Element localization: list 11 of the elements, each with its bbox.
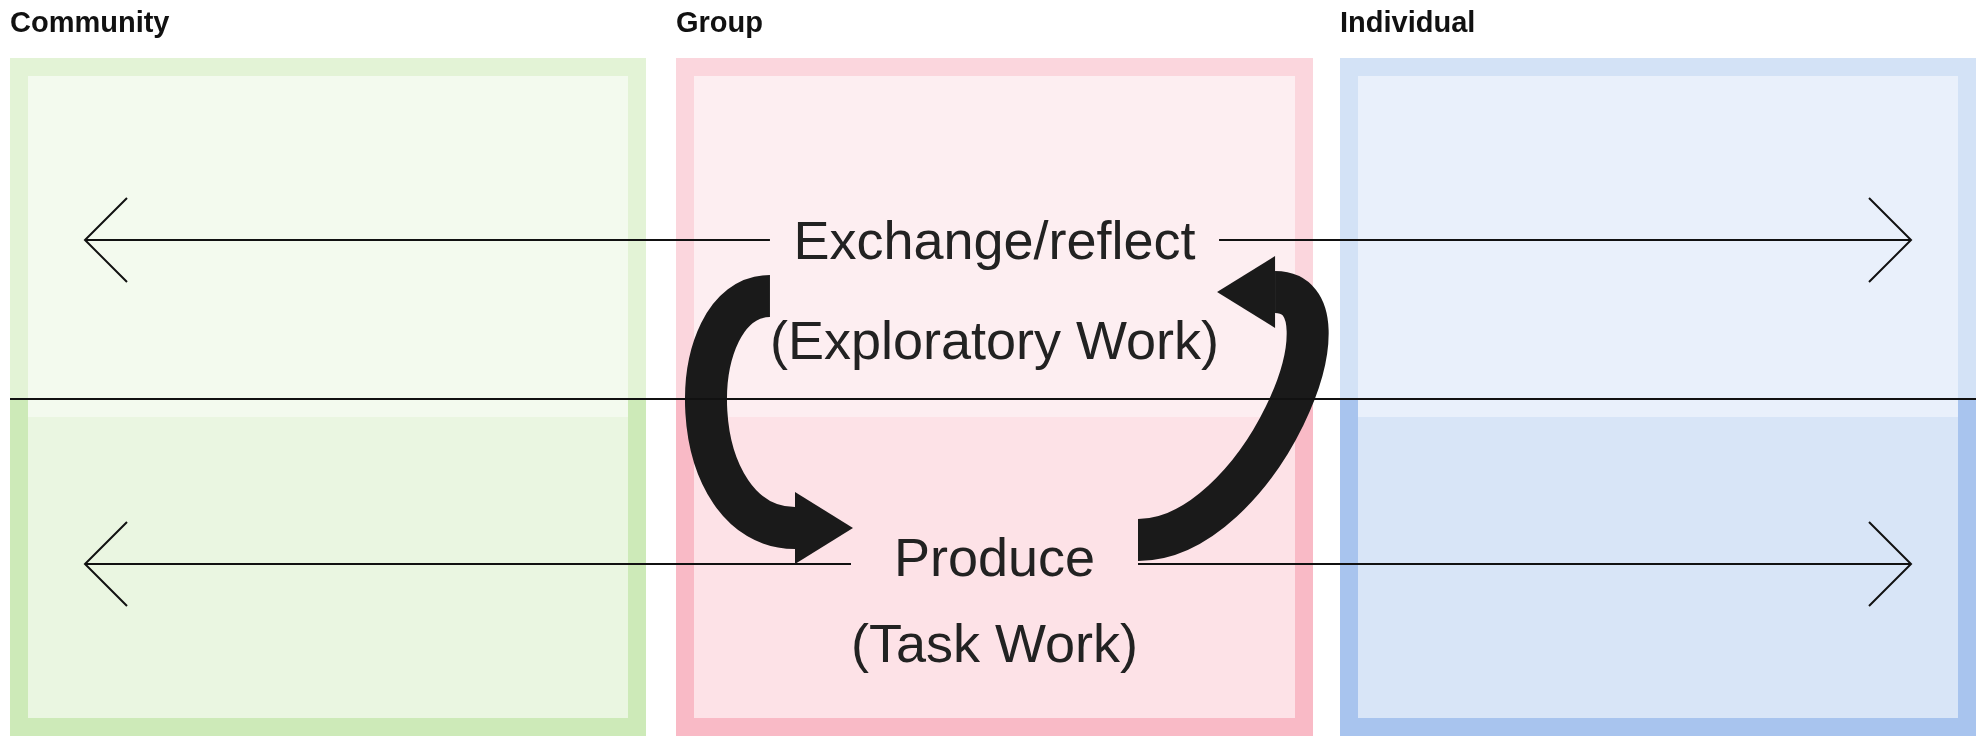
stage-label: (Exploratory Work) xyxy=(769,309,1220,372)
column-heading: Group xyxy=(676,6,763,39)
column-heading: Individual xyxy=(1340,6,1476,39)
stage-label: Produce xyxy=(892,526,1097,589)
stage-label: (Task Work) xyxy=(851,612,1138,675)
arrow xyxy=(84,197,771,283)
arrow xyxy=(1218,197,1912,283)
column-heading: Community xyxy=(10,6,170,39)
arrow xyxy=(84,521,852,607)
arrow xyxy=(1137,521,1912,607)
stage-label: Exchange/reflect xyxy=(792,209,1197,272)
